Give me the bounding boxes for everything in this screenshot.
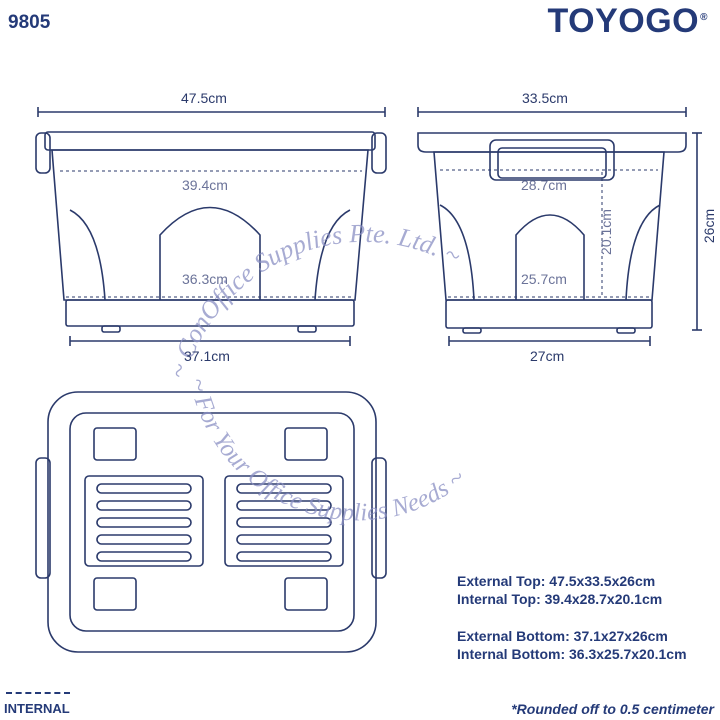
- side-lid: [417, 132, 687, 153]
- label-side-external-bottom: 27cm: [530, 348, 565, 364]
- footnote: *Rounded off to 0.5 centimeter: [511, 701, 714, 717]
- label-side-external-top: 33.5cm: [522, 90, 568, 106]
- top-corner-square: [284, 427, 328, 461]
- label-front-internal-top: 39.4cm: [182, 177, 228, 193]
- vent-slot: [96, 517, 192, 528]
- front-arch-center: [159, 206, 261, 300]
- label-side-internal-top: 28.7cm: [521, 177, 567, 193]
- vent-slot: [236, 500, 332, 511]
- vent-slot: [236, 517, 332, 528]
- front-base: [65, 299, 355, 327]
- top-handle-right: [371, 457, 387, 579]
- label-front-internal-bottom: 36.3cm: [182, 271, 228, 287]
- top-handle-left: [35, 457, 51, 579]
- front-lid: [44, 131, 376, 151]
- vent-slot: [96, 551, 192, 562]
- top-vent-panel-right: [224, 475, 344, 567]
- front-arch-right: [314, 209, 351, 301]
- front-foot-left: [101, 325, 121, 333]
- vent-slot: [236, 483, 332, 494]
- label-side-external-height: 26cm: [701, 208, 718, 244]
- legend-internal-label: INTERNAL: [4, 701, 70, 716]
- top-outer: [47, 391, 377, 653]
- spec-external-bottom: External Bottom: 37.1x27x26cm: [457, 628, 668, 644]
- specs-block: External Top: 47.5x33.5x26cm Internal To…: [457, 572, 687, 663]
- label-front-external-top: 47.5cm: [181, 90, 227, 106]
- label-side-internal-bottom: 25.7cm: [521, 271, 567, 287]
- side-arch-right: [625, 204, 661, 301]
- front-handle-right: [371, 132, 387, 174]
- brand-logo: TOYOGO®: [548, 2, 709, 41]
- vent-slot: [96, 500, 192, 511]
- spec-external-top: External Top: 47.5x33.5x26cm: [457, 573, 656, 589]
- top-corner-square: [93, 427, 137, 461]
- side-arch-left: [439, 204, 475, 301]
- top-view: [35, 391, 387, 653]
- side-view: [417, 107, 702, 346]
- top-corner-square: [93, 577, 137, 611]
- front-foot-right: [297, 325, 317, 333]
- label-front-external-bottom: 37.1cm: [184, 348, 230, 364]
- vent-slot: [236, 534, 332, 545]
- vent-slot: [236, 551, 332, 562]
- spec-internal-top: Internal Top: 39.4x28.7x20.1cm: [457, 591, 663, 607]
- side-base: [445, 299, 653, 329]
- side-arch-center: [515, 214, 585, 300]
- watermark: ~ ConOffice Supplies Pte. Ltd. ~ ~ For Y…: [163, 219, 471, 527]
- top-vent-panel-left: [84, 475, 204, 567]
- top-inner: [69, 412, 355, 632]
- model-number: 9805: [8, 12, 51, 33]
- spec-internal-bottom: Internal Bottom: 36.3x25.7x20.1cm: [457, 646, 687, 662]
- front-handle-left: [35, 132, 51, 174]
- legend-dashed-line: [6, 692, 70, 694]
- side-handle-inner: [497, 147, 607, 179]
- side-foot-left: [462, 327, 482, 334]
- vent-slot: [96, 483, 192, 494]
- front-view: [35, 107, 387, 346]
- front-body: [51, 149, 369, 301]
- label-side-internal-height: 20.1cm: [597, 209, 614, 255]
- front-arch-left: [69, 209, 106, 301]
- brand-registered-mark: ®: [700, 11, 708, 23]
- vent-slot: [96, 534, 192, 545]
- brand-name: TOYOGO: [547, 2, 700, 40]
- side-handle: [489, 139, 615, 181]
- top-corner-square: [284, 577, 328, 611]
- side-foot-right: [616, 327, 636, 334]
